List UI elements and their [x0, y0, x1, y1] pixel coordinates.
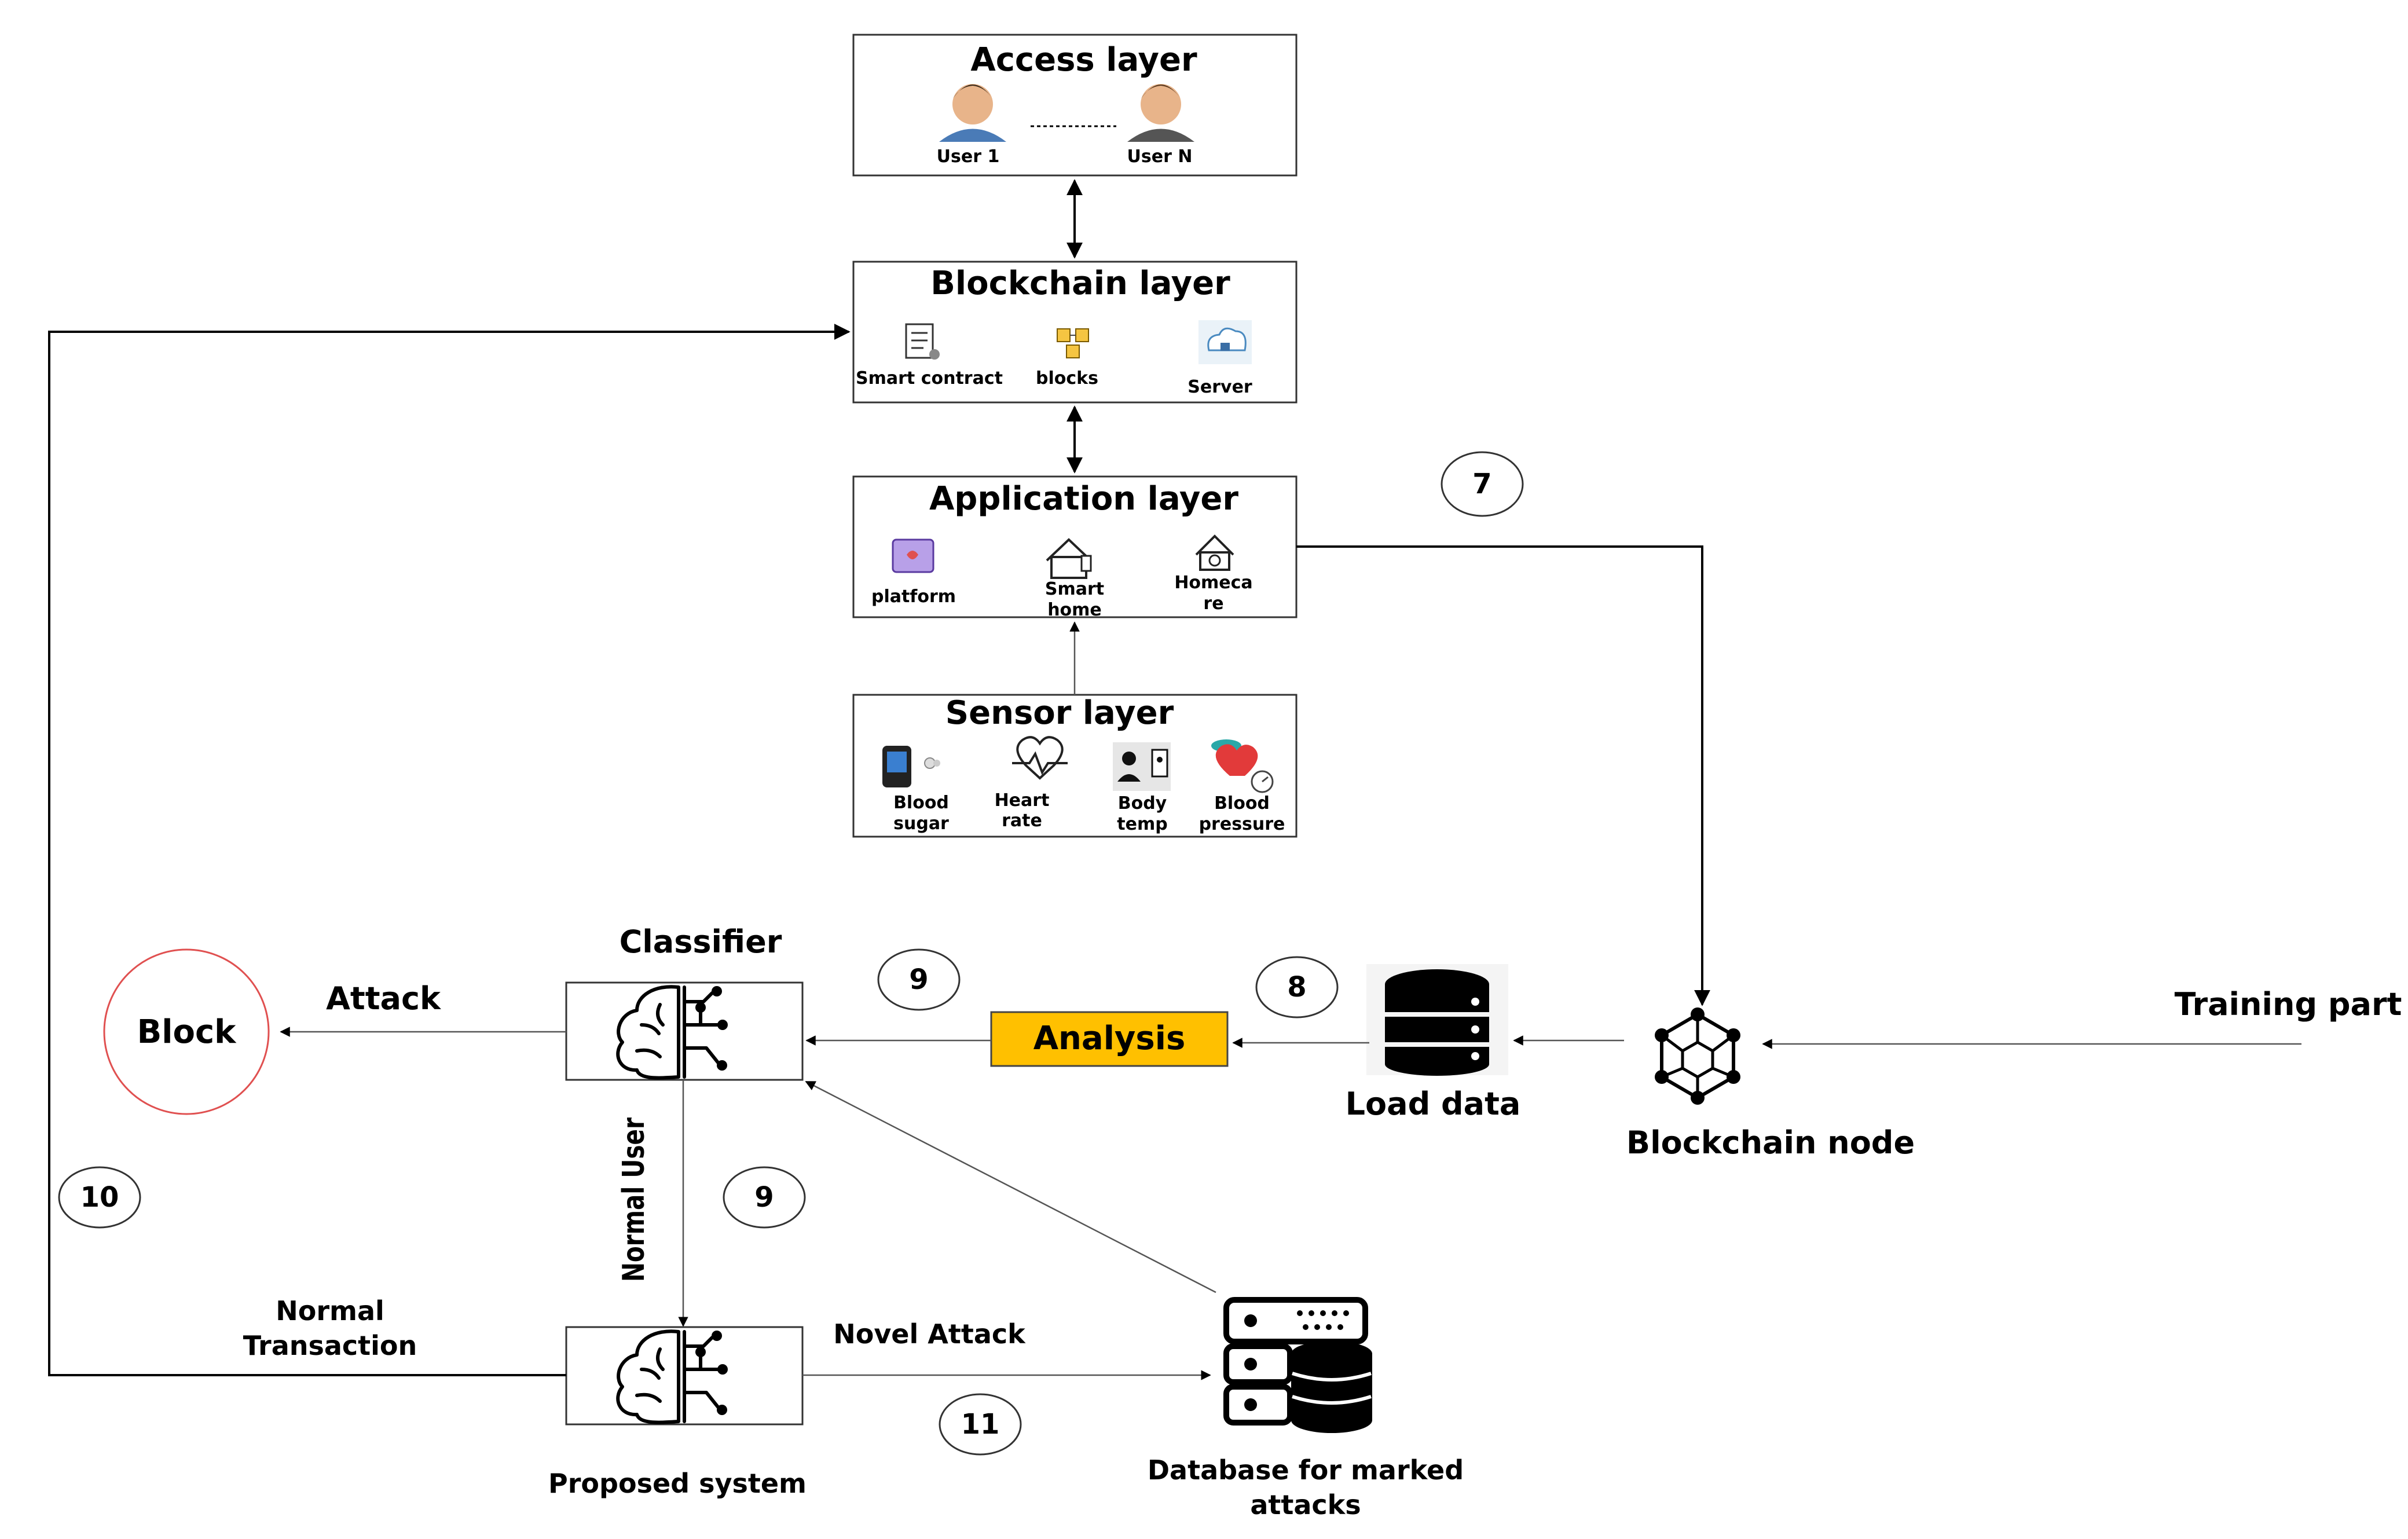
- access-layer-title: Access layer: [970, 41, 1197, 79]
- brain-icon: [616, 985, 728, 1080]
- normal-transaction-loop-arrow: [48, 324, 851, 1376]
- smart-contract-icon: [905, 323, 940, 360]
- database-icon: [1366, 964, 1508, 1076]
- step-10-badge: 10: [58, 1166, 141, 1229]
- smart-contract-label: Smart contract: [856, 368, 1003, 389]
- homecare-label-1: Homeca: [1174, 573, 1252, 593]
- user-icon: [1127, 84, 1194, 142]
- heart-rate-label-2: rate: [1002, 811, 1042, 831]
- smart-home-label-2: home: [1047, 600, 1102, 620]
- sensor-layer: Sensor layer Blood sugar Heart rate Body…: [852, 694, 1298, 838]
- blood-pressure-icon: [1211, 739, 1274, 793]
- blood-pressure-label-1: Blood: [1214, 793, 1270, 814]
- platform-icon: [892, 538, 934, 573]
- brain-icon: [616, 1329, 728, 1424]
- novel-attack-label: Novel Attack: [833, 1318, 1026, 1350]
- homecare-label-2: re: [1203, 593, 1223, 614]
- training-part-label: Training part: [2175, 986, 2402, 1023]
- body-temp-label-2: temp: [1117, 814, 1167, 834]
- platform-label: platform: [871, 587, 956, 607]
- svg-text:9: 9: [909, 963, 928, 996]
- blood-sugar-label-2: sugar: [893, 814, 949, 834]
- block-circle: Block: [103, 948, 270, 1115]
- blockchain-node-label: Blockchain node: [1626, 1124, 1915, 1161]
- body-temp-icon: [1113, 742, 1171, 791]
- step-11-badge: 11: [939, 1393, 1022, 1456]
- analysis-label: Analysis: [1033, 1020, 1186, 1057]
- step-7-badge: 7: [1441, 451, 1524, 517]
- blocks-icon: [1057, 328, 1089, 358]
- application-layer: Application layer platform Smart home Ho…: [852, 475, 1298, 620]
- blockchain-layer-title: Blockchain layer: [930, 265, 1230, 302]
- marked-db-label-2: attacks: [1250, 1489, 1361, 1520]
- block-label: Block: [137, 1013, 237, 1051]
- heart-rate-icon: [1012, 736, 1068, 780]
- blockchain-node-icon: [1655, 1007, 1740, 1105]
- attack-label: Attack: [326, 980, 441, 1017]
- blocks-label: blocks: [1036, 368, 1098, 389]
- heart-rate-label-1: Heart: [995, 790, 1050, 811]
- smart-home-icon: [1046, 538, 1092, 579]
- blood-sugar-label-1: Blood: [893, 793, 949, 813]
- svg-text:9: 9: [754, 1181, 774, 1214]
- userN-label: User N: [1127, 146, 1193, 167]
- classifier-label: Classifier: [620, 924, 782, 960]
- svg-text:8: 8: [1287, 971, 1306, 1003]
- blood-pressure-label-2: pressure: [1199, 814, 1285, 834]
- normal-transaction-label-1: Normal: [276, 1295, 384, 1327]
- svg-text:11: 11: [961, 1408, 1000, 1441]
- user1-label: User 1: [937, 146, 1000, 167]
- application-to-node-arrow: [1296, 545, 1710, 1006]
- classifier-box: [565, 981, 804, 1081]
- svg-text:7: 7: [1472, 468, 1491, 500]
- server-label: Server: [1187, 377, 1252, 397]
- svg-text:10: 10: [80, 1181, 119, 1214]
- proposed-system-box: [565, 1326, 804, 1426]
- sensor-layer-title: Sensor layer: [945, 694, 1174, 732]
- user-icon: [939, 84, 1006, 142]
- blockchain-layer: Blockchain layer Smart contract blocks S…: [852, 261, 1298, 404]
- step-8-badge: 8: [1255, 956, 1339, 1018]
- glucose-meter-icon: [882, 746, 940, 787]
- step-9-badge: 9: [723, 1166, 806, 1229]
- cloud-server-icon: [1198, 320, 1252, 364]
- normal-user-label: Normal User: [616, 1117, 651, 1282]
- proposed-system-label: Proposed system: [548, 1468, 807, 1499]
- body-temp-label-1: Body: [1118, 793, 1167, 814]
- normal-transaction-label-2: Transaction: [243, 1330, 417, 1361]
- homecare-icon: [1195, 534, 1234, 571]
- analysis-box: Analysis: [990, 1011, 1229, 1067]
- load-data-label: Load data: [1346, 1086, 1521, 1122]
- smart-home-label-1: Smart: [1045, 579, 1104, 599]
- application-layer-title: Application layer: [929, 480, 1238, 518]
- server-database-icon: [1223, 1297, 1372, 1433]
- marked-db-label-1: Database for marked: [1148, 1454, 1464, 1486]
- database-to-classifier-arrow: [805, 1080, 1216, 1294]
- access-layer: Access layer User 1 User N: [852, 34, 1298, 177]
- step-9-badge: 9: [877, 948, 961, 1011]
